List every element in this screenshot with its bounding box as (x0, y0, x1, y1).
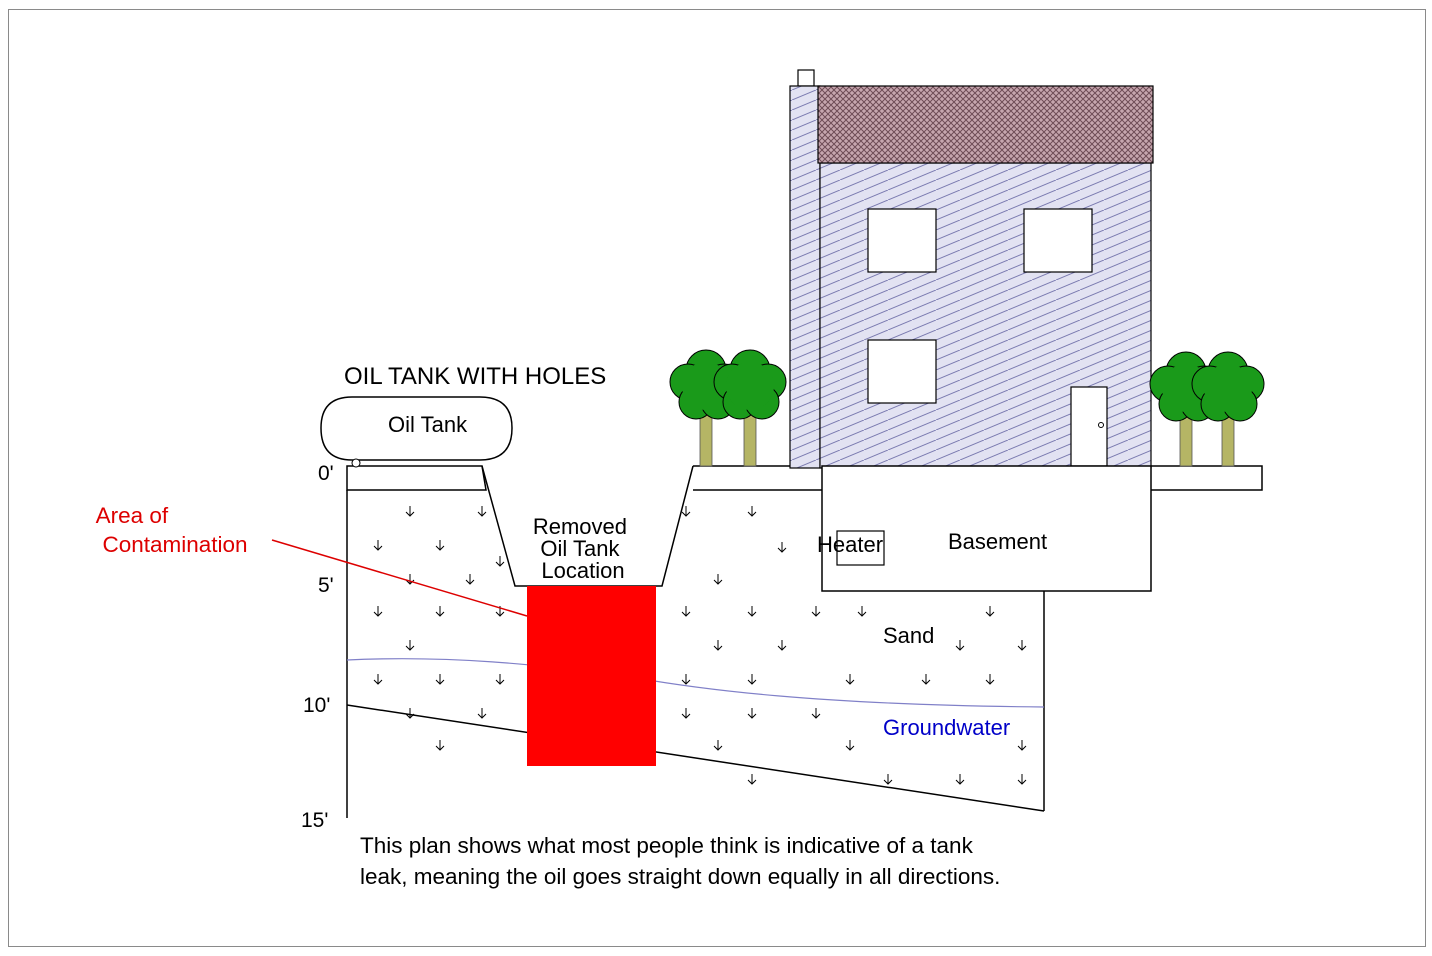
sand-arrow-icon (811, 708, 821, 719)
sand-arrow-icon (373, 606, 383, 617)
heater-box (836, 530, 885, 566)
area-of-contamination-label: Area of Contamination (96, 503, 248, 557)
sand-arrow-icon (713, 640, 723, 651)
sand-arrow-icon (477, 506, 487, 517)
sand-arrow-icon (681, 674, 691, 685)
sand-arrow-icon (713, 574, 723, 585)
sand-arrow-icon (713, 740, 723, 751)
tree-icon (713, 349, 787, 467)
sand-arrow-icon (857, 606, 867, 617)
sand-arrow-icon (681, 506, 691, 517)
window (867, 339, 937, 404)
roof (817, 85, 1154, 164)
door-knob-icon (1098, 422, 1104, 428)
sand-arrow-icon (405, 708, 415, 719)
diagram-frame (8, 9, 1426, 947)
window (867, 208, 937, 273)
sand-arrow-icon (495, 556, 505, 567)
depth-label-15: 15' (301, 809, 328, 832)
sand-arrow-icon (495, 674, 505, 685)
sand-arrow-icon (681, 708, 691, 719)
contamination-area (527, 586, 656, 766)
diagram-caption: This plan shows what most people think i… (360, 830, 1160, 892)
sand-arrow-icon (435, 674, 445, 685)
sand-arrow-icon (777, 542, 787, 553)
oil-tank (320, 396, 513, 468)
oil-tank-label: Oil Tank (388, 412, 468, 437)
sand-arrow-icon (465, 574, 475, 585)
sand-arrow-icon (747, 708, 757, 719)
sand-arrow-icon (373, 674, 383, 685)
depth-label-5: 5' (318, 574, 334, 597)
sand-arrow-icon (955, 640, 965, 651)
heater-label: Heater (817, 532, 883, 557)
sand-arrow-icon (747, 774, 757, 785)
sand-arrow-icon (955, 774, 965, 785)
window (1023, 208, 1093, 273)
sand-arrow-icon (811, 606, 821, 617)
sand-arrow-icon (477, 708, 487, 719)
sand-arrow-icon (1017, 740, 1027, 751)
sand-arrow-icon (435, 606, 445, 617)
basement-label: Basement (948, 529, 1047, 554)
caption-line: This plan shows what most people think i… (360, 833, 973, 858)
depth-label-0: 0' (318, 462, 334, 485)
trees (669, 349, 1265, 467)
contamination-leader-line (271, 539, 528, 617)
removed-oil-tank-label: Removed Oil Tank Location (533, 514, 633, 583)
tree-icon (1191, 351, 1265, 467)
basement (821, 465, 1152, 592)
sand-label: Sand (883, 623, 934, 648)
sand-arrow-icon (435, 540, 445, 551)
groundwater-label: Groundwater (883, 715, 1010, 740)
house (789, 69, 1154, 592)
sand-arrow-icon (985, 674, 995, 685)
groundwater-line (346, 658, 1045, 708)
sand-arrow-icon (883, 774, 893, 785)
sand-arrow-markers (373, 506, 1027, 785)
sand-arrow-icon (845, 674, 855, 685)
sand-arrow-icon (1017, 774, 1027, 785)
caption-line: leak, meaning the oil goes straight down… (360, 864, 1001, 889)
sand-arrow-icon (1017, 640, 1027, 651)
sand-arrow-icon (747, 506, 757, 517)
sand-arrow-icon (747, 606, 757, 617)
sand-arrow-icon (985, 606, 995, 617)
sand-arrow-icon (845, 740, 855, 751)
sand-arrow-icon (777, 640, 787, 651)
diagram-title: OIL TANK WITH HOLES (344, 363, 606, 390)
depth-label-10: 10' (303, 694, 330, 717)
sand-arrow-icon (681, 606, 691, 617)
sand-arrow-icon (747, 674, 757, 685)
sand-arrow-icon (435, 740, 445, 751)
sand-arrow-icon (921, 674, 931, 685)
sand-arrow-icon (373, 540, 383, 551)
sand-arrow-icon (405, 640, 415, 651)
sand-arrow-icon (405, 506, 415, 517)
